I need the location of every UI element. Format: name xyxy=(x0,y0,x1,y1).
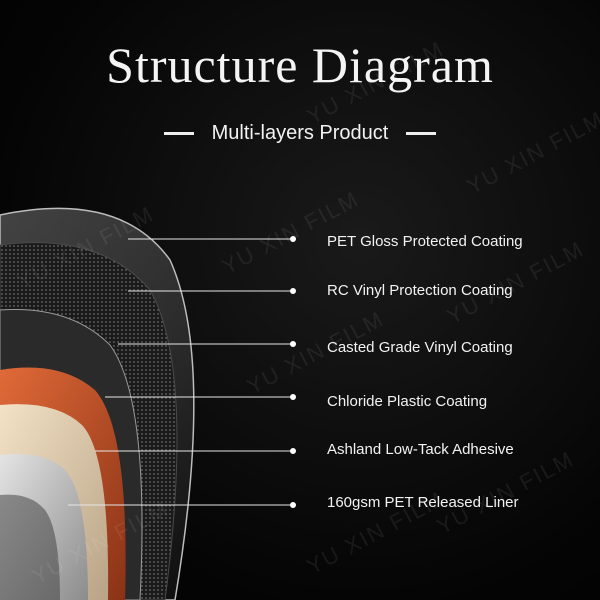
layer-label-liner: 160gsm PET Released Liner xyxy=(327,494,519,511)
leader-dot-5 xyxy=(290,448,296,454)
subtitle-row: Multi-layers Product xyxy=(0,118,600,148)
layer-label-gloss: PET Gloss Protected Coating xyxy=(327,233,523,250)
layer-label-chloride: Chloride Plastic Coating xyxy=(327,393,488,410)
layer-label-adhesive: Ashland Low-Tack Adhesive xyxy=(327,441,514,458)
leader-dot-4 xyxy=(290,394,296,400)
subtitle-dash-right xyxy=(406,131,437,135)
leader-dot-3 xyxy=(290,341,296,347)
subtitle-dash-left xyxy=(163,131,194,135)
page-title: Structure Diagram xyxy=(106,37,494,93)
layer-label-cast-vinyl: Casted Grade Vinyl Coating xyxy=(327,339,513,356)
leader-dot-6 xyxy=(290,502,296,508)
leader-dot-1 xyxy=(290,236,296,242)
subtitle: Multi-layers Product xyxy=(211,121,389,144)
layer-label-rc-vinyl: RC Vinyl Protection Coating xyxy=(327,282,513,299)
layer-inner-shadow xyxy=(0,494,60,600)
leader-dot-2 xyxy=(290,288,296,294)
